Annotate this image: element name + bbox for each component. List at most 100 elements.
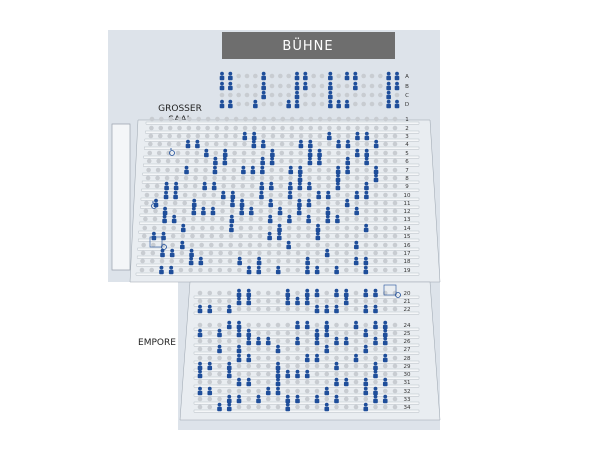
seat-free[interactable] [285,306,291,312]
seat-free[interactable] [212,175,217,181]
seat-free[interactable] [326,150,332,156]
seat-free[interactable] [308,116,314,122]
seat-free[interactable] [222,167,227,173]
seat-free[interactable] [353,338,359,344]
seat-free[interactable] [383,150,388,156]
seat-taken[interactable] [345,156,351,166]
seat-taken[interactable] [343,377,349,387]
seat-free[interactable] [278,92,283,98]
seat-free[interactable] [213,141,219,147]
seat-free[interactable] [226,388,232,394]
seat-free[interactable] [266,267,271,273]
seat-taken[interactable] [267,214,273,224]
seat-taken[interactable] [295,296,300,306]
seat-free[interactable] [209,225,215,231]
seat-free[interactable] [213,150,219,156]
seat-taken[interactable] [363,304,369,314]
seat-free[interactable] [150,258,155,264]
seat-taken[interactable] [308,139,313,149]
seat-free[interactable] [265,298,271,304]
seat-free[interactable] [230,183,236,189]
seat-free[interactable] [311,101,316,107]
seat-free[interactable] [363,298,369,304]
seat-free[interactable] [248,233,253,239]
seat-free[interactable] [392,125,398,131]
seat-free[interactable] [383,208,388,214]
seat-free[interactable] [353,396,359,402]
seat-taken[interactable] [382,394,388,404]
seat-taken[interactable] [276,231,282,241]
seat-free[interactable] [265,355,271,361]
seat-free[interactable] [197,396,203,402]
seat-taken[interactable] [256,394,261,404]
seat-free[interactable] [373,379,378,385]
seat-free[interactable] [246,322,252,328]
seat-free[interactable] [345,192,350,198]
seat-taken[interactable] [268,181,274,191]
seat-taken[interactable] [364,190,369,200]
seat-free[interactable] [257,250,262,256]
seat-taken[interactable] [394,71,400,81]
seat-free[interactable] [308,133,313,139]
seat-free[interactable] [353,379,359,385]
seat-free[interactable] [246,346,252,352]
seat-free[interactable] [304,388,310,394]
seat-free[interactable] [226,290,232,296]
seat-taken[interactable] [305,256,310,266]
seat-free[interactable] [305,233,311,239]
seat-free[interactable] [364,167,369,173]
seat-free[interactable] [383,200,388,206]
seat-free[interactable] [277,200,283,206]
seat-free[interactable] [179,258,184,264]
seat-taken[interactable] [220,190,226,200]
seat-free[interactable] [326,183,331,189]
seat-free[interactable] [345,125,351,131]
seat-free[interactable] [253,83,258,89]
seat-free[interactable] [378,92,383,98]
seat-free[interactable] [175,150,181,156]
seat-free[interactable] [336,92,341,98]
seat-free[interactable] [270,125,276,131]
seat-free[interactable] [265,363,271,369]
seat-free[interactable] [315,242,320,248]
seat-free[interactable] [325,233,330,239]
seat-free[interactable] [278,83,283,89]
seat-free[interactable] [240,175,246,181]
seat-taken[interactable] [373,304,378,314]
seat-free[interactable] [244,73,250,79]
seat-free[interactable] [296,242,301,248]
seat-free[interactable] [392,298,398,304]
seat-free[interactable] [223,133,229,139]
seat-taken[interactable] [163,190,169,200]
seat-free[interactable] [363,322,369,328]
seat-free[interactable] [373,158,379,164]
seat-taken[interactable] [324,386,330,396]
seat-taken[interactable] [354,190,360,200]
seat-free[interactable] [343,404,349,410]
seat-free[interactable] [335,208,340,214]
seat-taken[interactable] [297,198,302,208]
seat-taken[interactable] [335,173,341,183]
seat-free[interactable] [269,83,275,89]
seat-taken[interactable] [237,256,242,266]
seat-free[interactable] [155,175,160,181]
seat-free[interactable] [286,225,292,231]
seat-taken[interactable] [222,148,228,158]
seat-free[interactable] [382,346,388,352]
seat-taken[interactable] [328,81,333,91]
seat-taken[interactable] [355,131,360,141]
seat-free[interactable] [146,158,152,164]
seat-free[interactable] [236,388,242,394]
seat-free[interactable] [373,150,379,156]
seat-free[interactable] [279,141,285,147]
seat-free[interactable] [354,216,359,222]
seat-free[interactable] [353,371,359,377]
seat-free[interactable] [319,101,325,107]
seat-free[interactable] [217,258,223,264]
seat-free[interactable] [241,150,247,156]
seat-free[interactable] [151,242,156,248]
seat-taken[interactable] [153,198,159,208]
seat-free[interactable] [269,92,275,98]
seat-free[interactable] [247,242,253,248]
seat-free[interactable] [256,306,261,312]
